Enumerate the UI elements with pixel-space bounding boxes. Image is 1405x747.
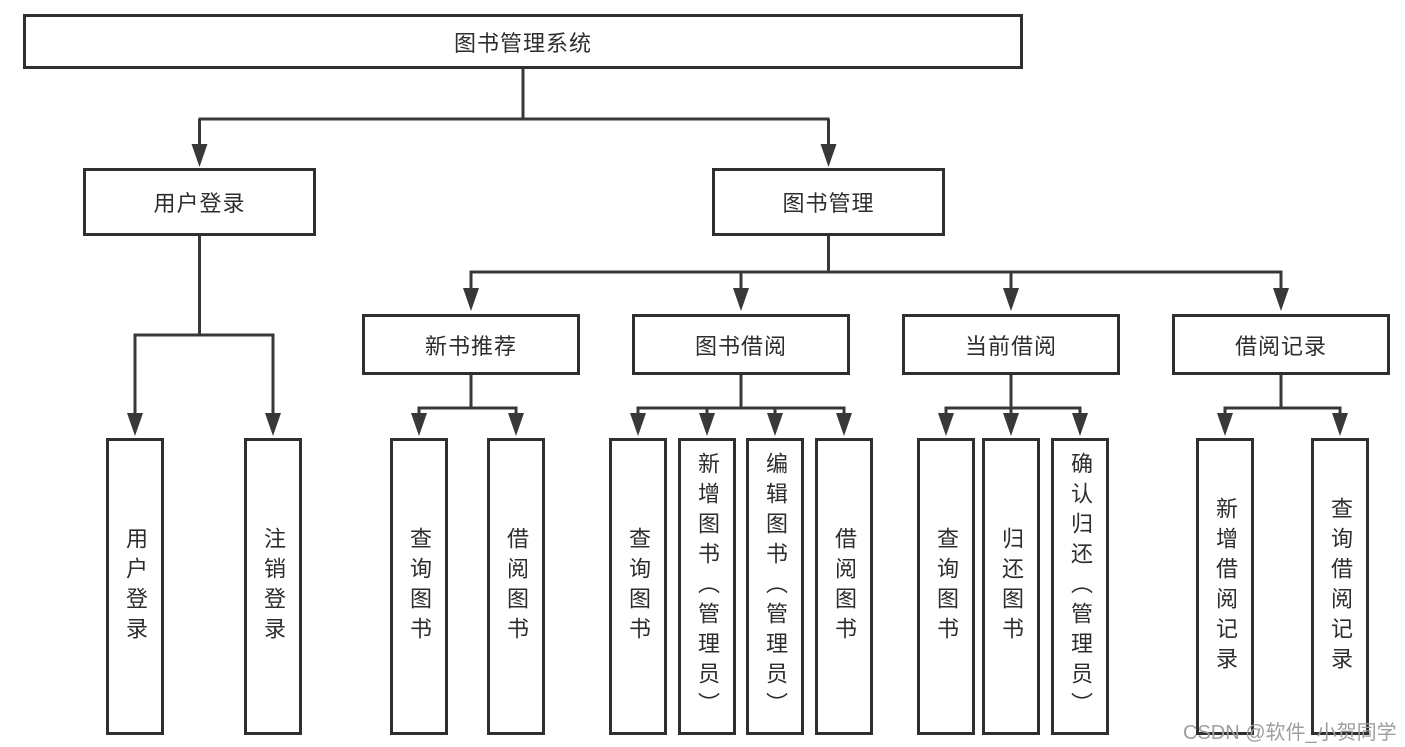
leaf-add-borrow-record: 新增借阅记录 — [1196, 438, 1254, 735]
node-label: 图书借阅 — [694, 333, 787, 359]
leaf-label: 确认归还（管理员） — [1068, 451, 1093, 722]
node-label: 图书管理 — [782, 191, 875, 216]
node-borrowing-records: 借阅记录 — [1172, 314, 1390, 375]
node-label: 借阅记录 — [1234, 333, 1327, 359]
node-book-management: 图书管理 — [712, 168, 945, 236]
leaf-query-borrow-record: 查询借阅记录 — [1311, 438, 1369, 735]
node-new-book-recommendation: 新书推荐 — [362, 314, 580, 375]
leaf-confirm-return-admin: 确认归还（管理员） — [1051, 438, 1109, 735]
node-label: 当前借阅 — [964, 333, 1057, 359]
node-current-borrowing: 当前借阅 — [902, 314, 1120, 375]
leaf-label: 注销登录 — [261, 526, 286, 647]
leaf-label: 用户登录 — [123, 526, 148, 647]
leaf-label: 借阅图书 — [504, 526, 529, 647]
leaf-return-book: 归还图书 — [982, 438, 1040, 735]
leaf-recommend-borrow-books: 借阅图书 — [487, 438, 545, 735]
node-label: 用户登录 — [153, 191, 246, 216]
leaf-user-login: 用户登录 — [106, 438, 164, 735]
leaf-label: 查询图书 — [626, 526, 651, 647]
leaf-label: 归还图书 — [999, 526, 1024, 647]
leaf-label: 查询图书 — [934, 526, 959, 647]
csdn-watermark: CSDN @软件_小贺同学 — [1183, 722, 1397, 744]
leaf-borrowing-query-books: 查询图书 — [609, 438, 667, 735]
leaf-label: 查询借阅记录 — [1328, 496, 1353, 677]
leaf-label: 查询图书 — [407, 526, 432, 647]
leaf-label: 借阅图书 — [832, 526, 857, 647]
leaf-recommend-query-books: 查询图书 — [390, 438, 448, 735]
leaf-logout: 注销登录 — [244, 438, 302, 735]
node-user-login: 用户登录 — [83, 168, 316, 236]
node-book-borrowing: 图书借阅 — [632, 314, 850, 375]
node-label: 图书管理系统 — [453, 30, 592, 56]
leaf-add-book-admin: 新增图书（管理员） — [678, 438, 736, 735]
leaf-current-query-books: 查询图书 — [917, 438, 975, 735]
leaf-label: 新增图书（管理员） — [695, 451, 720, 722]
leaf-edit-book-admin: 编辑图书（管理员） — [746, 438, 804, 735]
leaf-label: 编辑图书（管理员） — [763, 451, 788, 722]
node-library-system: 图书管理系统 — [23, 14, 1023, 69]
node-label: 新书推荐 — [424, 333, 517, 359]
arrowheads — [127, 144, 1348, 436]
leaf-borrowing-borrow-books: 借阅图书 — [815, 438, 873, 735]
leaf-label: 新增借阅记录 — [1213, 496, 1238, 677]
